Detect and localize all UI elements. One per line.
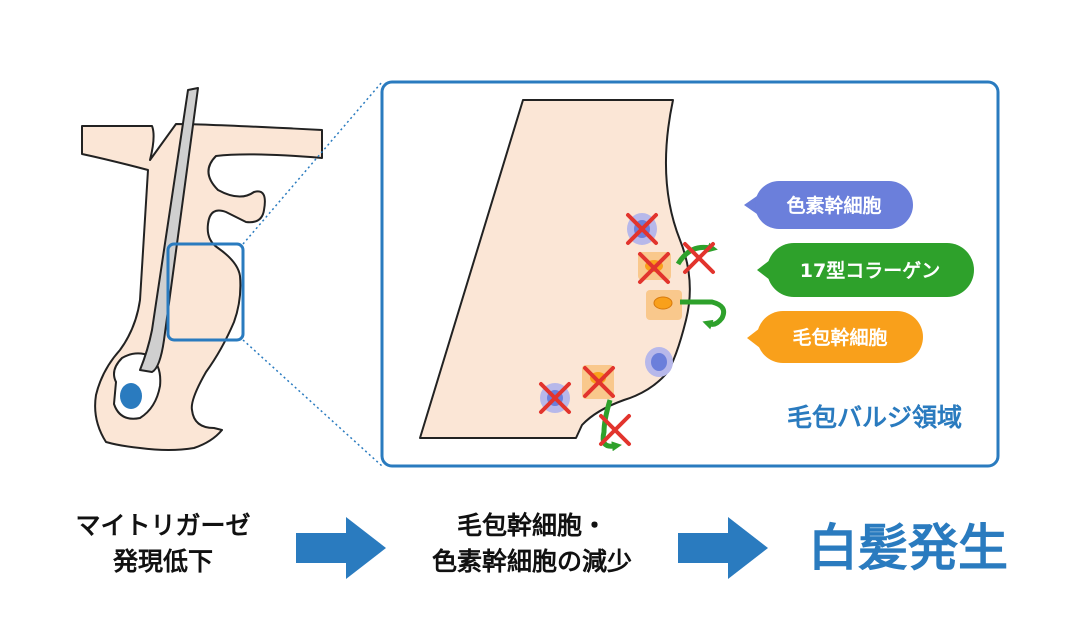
- flow-step-2: 毛包幹細胞・ 色素幹細胞の減少: [398, 508, 666, 580]
- label-follicle-stem-cell: 毛包幹細胞: [792, 326, 887, 349]
- cross-mark-4: [583, 366, 615, 398]
- flow-step-2-line-2: 色素幹細胞の減少: [431, 547, 632, 576]
- label-melanocyte-stem-cell: 色素幹細胞: [786, 194, 881, 217]
- flow-step-2-line-1: 毛包幹細胞・: [456, 511, 607, 540]
- flow-step-1-line-1: マイトリガーゼ: [75, 511, 251, 540]
- flow-arrow-1: [296, 517, 386, 579]
- bulge-region-label: 毛包バルジ領域: [787, 403, 962, 432]
- melanocyte-stem-cell-2: [645, 347, 673, 377]
- green-arrow-3: [600, 399, 622, 452]
- cross-mark-5: [539, 382, 571, 414]
- cross-mark-3: [683, 242, 715, 274]
- follicle-stem-cell-2: [646, 290, 682, 320]
- zoom-box: [166, 242, 245, 342]
- hair-follicle-illustration: [81, 81, 383, 467]
- hair-shaft: [139, 87, 199, 373]
- cross-mark-6: [599, 414, 631, 446]
- zoom-line-bottom: [242, 339, 383, 467]
- label-collagen-17: 17型コラーゲン: [800, 259, 940, 282]
- cross-mark-1: [626, 213, 658, 245]
- green-arrow-2: [680, 299, 727, 330]
- result-gray-hair: 白髪発生: [808, 519, 1008, 577]
- bubble-collagen-17: 17型コラーゲン: [757, 243, 974, 297]
- zoom-line-top: [242, 81, 383, 245]
- flow-step-1-line-2: 発現低下: [112, 547, 213, 576]
- bulge-magnified-panel: 色素幹細胞 17型コラーゲン 毛包幹細胞 毛包バルジ領域: [380, 80, 1000, 468]
- flow-step-1: マイトリガーゼ 発現低下: [48, 508, 278, 580]
- bubble-follicle-stem-cell: 毛包幹細胞: [747, 311, 923, 363]
- bubble-melanocyte-stem-cell: 色素幹細胞: [744, 181, 913, 229]
- cross-mark-2: [638, 252, 670, 284]
- follicle-tissue: [419, 99, 691, 439]
- dermal-papilla: [120, 383, 142, 409]
- flow-arrow-2: [678, 517, 768, 579]
